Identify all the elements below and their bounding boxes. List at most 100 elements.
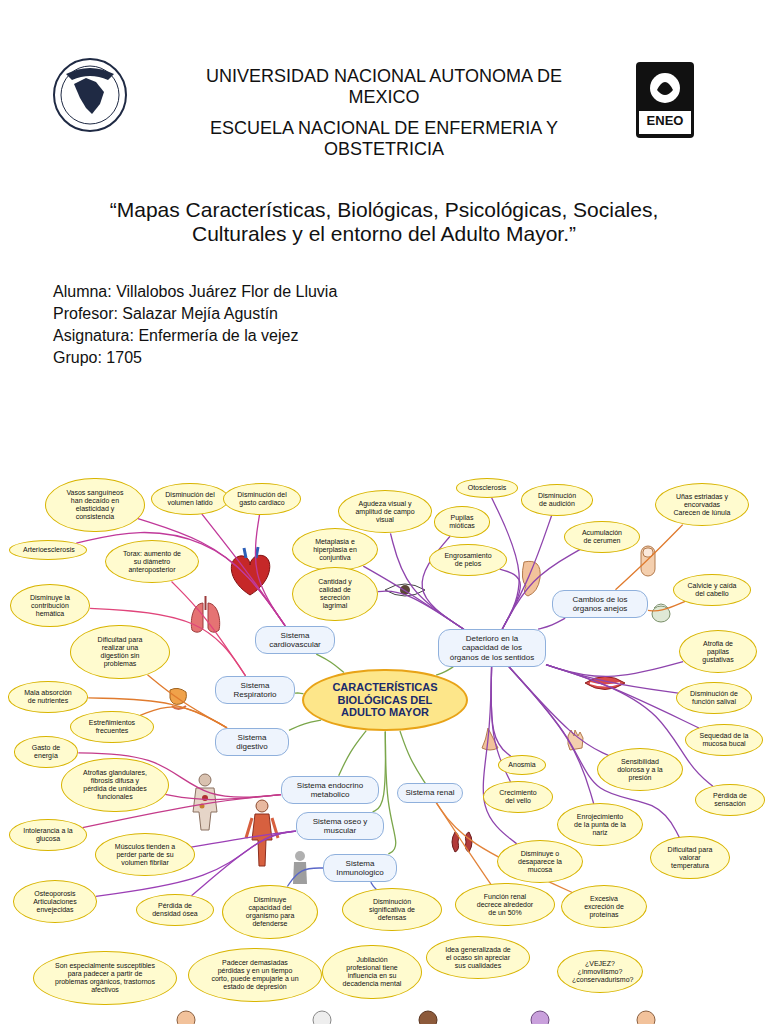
student-info: Alumna: Villalobos Juárez Flor de Lluvia	[53, 283, 553, 301]
node-text: Metaplasia e hiperplasia en conjuntiva	[307, 538, 363, 562]
immune-figure	[293, 862, 307, 884]
node-text: Cambios de los órganos anejos	[561, 595, 639, 613]
node-text: Acumulación de cerumen	[578, 529, 626, 545]
feature-oval: Pupilas mióticas	[434, 506, 491, 537]
feature-oval: Enrojecimiento de la punta de la nariz	[557, 803, 643, 846]
node-text: Sistema oseo y muscular	[305, 817, 375, 835]
feature-oval: Atrofia de papilas gustativas	[679, 630, 757, 673]
node-text: Disminución significativa de defensas	[359, 898, 425, 922]
system-bubble: Sistema Inmunologico	[323, 854, 397, 882]
map-connector	[363, 566, 464, 629]
feature-oval: Jubilación profesional tiene influencia …	[322, 945, 421, 1000]
unam-seal	[74, 78, 104, 114]
feature-oval: Uñas estriadas y encorvadas Carecen de l…	[655, 483, 749, 526]
central-topic: CARACTERÍSTICAS BIOLÓGICAS DEL ADULTO MA…	[302, 669, 468, 732]
feature-oval: Disminuye capacidad del organismo para d…	[222, 885, 318, 940]
node-text: ¿VEJEZ? ¿inmovilismo? ¿conservadurismo?	[572, 960, 628, 984]
node-text: Dificultad para realizar una digestión s…	[87, 636, 153, 668]
feature-oval: Son especialmente susceptibles para pade…	[33, 951, 177, 1006]
node-text: Padecer demasiadas pérdidas y en un tiem…	[209, 959, 301, 991]
feature-oval: Gasto de energía	[14, 736, 79, 767]
map-connector	[500, 569, 521, 629]
feature-oval: Vasos sanguíneos han decaído en elastici…	[45, 478, 144, 533]
map-connector	[546, 662, 683, 677]
bottom-figures	[419, 1011, 437, 1024]
feature-oval: Padecer demasiadas pérdidas y en un tiem…	[188, 948, 321, 1003]
student-info: Grupo: 1705	[53, 349, 553, 367]
node-text: Sequedad de la mucosa bucal	[699, 732, 749, 748]
node-text: Músculos tienden a perder parte de su vo…	[112, 843, 178, 867]
node-text: Osteoporosis Articulaciones envejecidas	[27, 890, 82, 914]
system-bubble: Deterioro en la capacidad de los órganos…	[438, 629, 546, 667]
feature-oval: Pérdida de densidad ósea	[136, 894, 214, 925]
bottom-figures	[313, 1011, 331, 1024]
feature-oval: Anosmia	[498, 755, 546, 775]
unam-seal	[66, 68, 114, 80]
eneo-logo	[636, 62, 694, 138]
node-text: Sistema Inmunologico	[332, 859, 388, 877]
node-text: Intolerancia a la glucosa	[23, 827, 73, 843]
hair-picture	[654, 604, 668, 608]
node-text: Cantidad y calidad de secreción lagrimal	[307, 578, 363, 610]
map-connector	[76, 532, 285, 625]
feature-oval: Disminuye la contribución hemática	[10, 584, 91, 627]
node-text: Sistema renal	[406, 788, 455, 797]
unam-seal	[54, 59, 126, 131]
node-text: Disminuye capacidad del organismo para d…	[238, 896, 302, 928]
node-text: Otosclerosis	[468, 484, 507, 492]
eneo-logo	[650, 73, 680, 103]
node-text: Sistema Respiratorio	[224, 681, 286, 699]
feature-oval: Agudeza visual y amplitud de campo visua…	[338, 490, 432, 533]
feature-oval: Pérdida de sensación	[695, 784, 765, 815]
feature-oval: Idea generalizada de el ocaso sin apreci…	[426, 936, 530, 979]
header-text: ESCUELA NACIONAL DE ENFERMERIA Y OBSTETR…	[184, 118, 584, 159]
map-connector	[546, 665, 713, 787]
skeleton-muscle-figure	[246, 800, 278, 866]
nose-picture	[482, 728, 498, 750]
map-connector	[316, 654, 344, 672]
immune-figure	[295, 851, 305, 861]
map-connector	[339, 731, 367, 776]
node-text: Son especialmente susceptibles para pade…	[55, 962, 155, 994]
feature-oval: Crecimiento del vello	[483, 781, 553, 812]
feature-oval: Estreñimientos frecuentes	[70, 711, 153, 742]
map-connector	[648, 601, 685, 611]
system-bubble: Sistema Respiratorio	[215, 676, 295, 704]
heart-picture	[231, 547, 269, 595]
system-bubble: Sistema digestivo	[215, 728, 289, 756]
node-text: Disminución del gasto cardiaco	[237, 491, 287, 507]
node-text: Arterioesclerosis	[23, 546, 73, 554]
map-connector	[509, 667, 608, 756]
node-text: Sistema cardiovascular	[264, 631, 326, 649]
eneo-logo	[657, 82, 673, 95]
finger-picture	[641, 546, 655, 576]
node-text: Crecimiento del vello	[496, 789, 540, 805]
node-text: Pérdida de sensación	[708, 792, 752, 808]
unam-seal	[61, 66, 119, 124]
system-bubble: Sistema renal	[397, 783, 464, 802]
map-connector	[255, 515, 285, 626]
node-text: CARACTERÍSTICAS BIOLÓGICAS DEL ADULTO MA…	[326, 681, 443, 719]
feature-oval: Mala absorción de nutrientes	[8, 681, 89, 712]
node-text: Calvicie y caída del cabello	[687, 582, 737, 598]
feature-oval: Disminución significativa de defensas	[342, 888, 441, 931]
feature-oval: Sensibilidad dolorosa y a la presión	[597, 748, 683, 791]
system-bubble: Cambios de los órganos anejos	[552, 590, 648, 618]
node-text: Agudeza visual y amplitud de campo visua…	[354, 500, 416, 524]
map-connector	[287, 868, 323, 886]
node-text: Sensibilidad dolorosa y a la presión	[612, 758, 668, 782]
eneo-logo	[639, 111, 691, 134]
feature-oval: Arterioesclerosis	[9, 540, 87, 560]
feature-oval: Acumulación de cerumen	[564, 521, 639, 552]
bottom-figures	[531, 1011, 549, 1024]
header-text: UNIVERSIDAD NACIONAL AUTONOMA DE MEXICO	[184, 66, 584, 107]
node-text: Excesiva excreción de proteínas	[576, 895, 632, 919]
system-bubble: Sistema oseo y muscular	[296, 812, 384, 840]
node-text: Torax: aumento de su diámetro anteropost…	[121, 550, 183, 574]
feature-oval: Cantidad y calidad de secreción lagrimal	[292, 567, 378, 622]
feature-oval: Dificultad para valorar temperatura	[650, 836, 731, 879]
lungs-picture	[191, 596, 219, 632]
node-text: Uñas estriadas y encorvadas Carecen de l…	[671, 493, 733, 517]
map-connector	[172, 582, 246, 676]
map-title: “Mapas Características, Biológicas, Psic…	[70, 198, 698, 246]
